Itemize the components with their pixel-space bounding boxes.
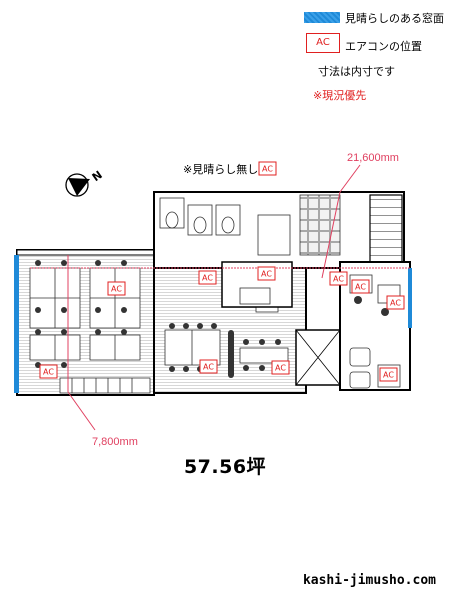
restroom-3 [215,204,241,236]
svg-text:AC: AC [261,270,272,279]
ac-unit: AC [257,266,276,281]
view-window-swatch [304,12,340,23]
legend-current-priority: ※現況優先 [313,89,367,102]
ac-unit: AC [258,161,277,176]
svg-text:AC: AC [203,363,214,372]
partition-column [228,330,234,378]
restroom-1 [159,197,185,229]
dimension-depth-label: 7,800mm [92,436,138,448]
tiled-hall [299,194,341,256]
ac-units: AC AC AC AC AC AC AC AC AC AC AC [39,161,405,382]
desk-group-west [29,267,141,361]
chair-group-west [35,260,127,368]
ac-unit: AC [329,271,348,286]
svg-text:AC: AC [275,364,286,373]
svg-text:AC: AC [202,274,213,283]
meeting-table [164,329,221,366]
ac-unit: AC [107,281,126,296]
svg-text:AC: AC [390,299,401,308]
legend-ac-box: AC [306,33,340,53]
north-arrow-icon: N [65,168,105,197]
dimension-lines [30,164,410,431]
site-url[interactable]: kashi-jimusho.com [302,573,436,588]
svg-text:AC: AC [43,368,54,377]
ac-unit: AC [198,270,217,285]
ac-unit: AC [379,367,398,382]
staircase [369,194,403,266]
svg-text:AC: AC [355,283,366,292]
legend-inner-dim: 寸法は内寸です [318,65,395,78]
svg-text:AC: AC [383,371,394,380]
svg-text:AC: AC [333,275,344,284]
side-table [239,347,289,364]
floor-area: 57.56坪 [183,456,267,478]
view-window-west [14,255,19,393]
restroom-2 [187,204,213,236]
no-view-note: ※見晴らし無し [183,163,259,176]
ac-unit: AC [199,359,218,374]
pantry [257,214,291,256]
cabinet-row [59,377,151,394]
view-window-east [408,268,412,328]
legend-view-window: 見晴らしのある窓面 [345,12,444,25]
dimension-width-label: 21,600mm [347,152,399,164]
ac-unit: AC [39,364,58,379]
ac-unit: AC [351,279,370,294]
svg-text:AC: AC [262,165,273,174]
legend-ac-position: エアコンの位置 [345,40,422,53]
chair-group-central [169,323,281,372]
compass-letter: N [90,168,105,184]
ac-unit: AC [386,295,405,310]
ac-unit: AC [271,360,290,375]
svg-text:AC: AC [111,285,122,294]
